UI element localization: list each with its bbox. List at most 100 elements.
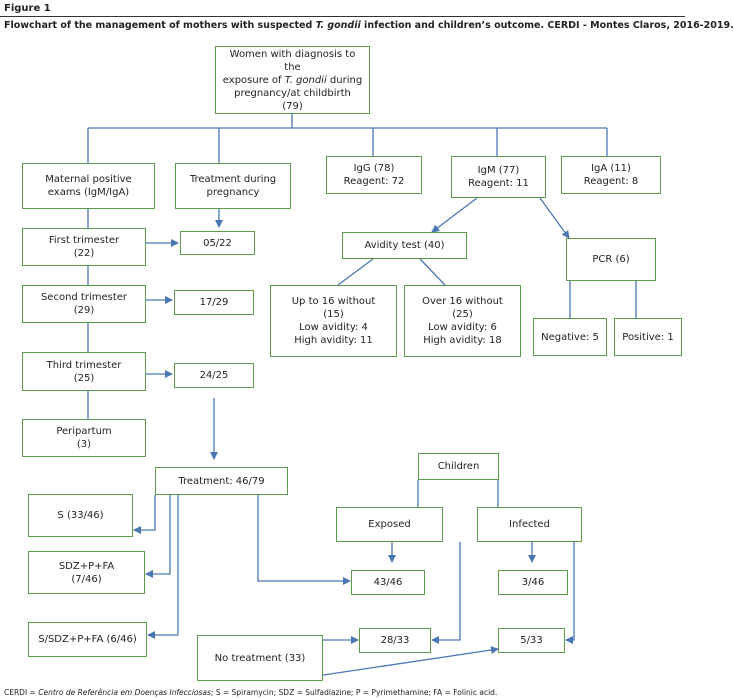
upto16-line-1: Up to 16 without: [291, 296, 376, 307]
figure-rule: [0, 16, 685, 17]
avidity-up-to-16-box: Up to 16 without (15) Low avidity: 4 Hig…: [270, 285, 397, 357]
over16-line-1: Over 16 without: [422, 296, 503, 307]
exposed-label: Exposed: [368, 519, 411, 530]
treatment-total-box: Treatment: 46/79: [155, 467, 288, 495]
figure-label: Figure 1: [4, 3, 51, 14]
treatment-total-label: Treatment: 46/79: [178, 475, 265, 487]
no-treatment-box: No treatment (33): [197, 635, 323, 681]
infected-untreated-value: 5/33: [520, 635, 543, 646]
treatment-preg-line-2: pregnancy: [206, 187, 260, 198]
figure-footnote: CERDI = Centro de Referência em Doenças …: [4, 688, 497, 697]
positive-label: Positive: 1: [622, 331, 674, 343]
infected-treated-value: 3/46: [521, 577, 545, 588]
spiramycin-box: S (33/46): [28, 494, 133, 537]
iga-line-1: IgA (11): [591, 163, 631, 174]
first-result-value: 05/22: [203, 237, 232, 249]
first-line-1: First trimester: [48, 235, 120, 246]
footnote-end: ; S = Spiramycin; SDZ = Sulfadiazine; P …: [210, 688, 498, 697]
third-line-2: (25): [73, 372, 95, 384]
exposed-box: Exposed: [336, 507, 443, 542]
caption-text-start: Flowchart of the management of mothers w…: [4, 20, 316, 31]
avidity-test-box: Avidity test (40): [342, 232, 467, 259]
negative-label: Negative: 5: [541, 331, 599, 343]
iga-box: IgA (11) Reagent: 8: [561, 156, 661, 194]
no-treatment-label: No treatment (33): [214, 652, 306, 664]
root-line-4: (79): [282, 100, 303, 112]
flowchart-figure: Figure 1 Flowchart of the management of …: [0, 3, 734, 697]
treatment-preg-line-1: Treatment during: [189, 174, 277, 185]
avidity-label: Avidity test (40): [364, 240, 445, 251]
sdz-p-fa-box: SDZ+P+FA(7/46): [28, 551, 145, 594]
pcr-negative-box: Negative: 5: [533, 318, 607, 356]
exposed-treated-box: 43/46: [351, 570, 425, 595]
footnote-cerdi-name: Centro de Referência em Doenças Infeccio…: [38, 688, 211, 697]
arrow-igm-to-avidity: [431, 197, 478, 233]
peripartum-box: Peripartum (3): [22, 419, 146, 457]
caption-species: T. gondii: [315, 20, 361, 31]
sdz-line-1: SDZ+P+FA: [58, 560, 115, 572]
s-label: S (33/46): [57, 510, 104, 521]
connector-avidity-left: [337, 258, 374, 286]
second-trimester-box: Second trimester (29): [22, 285, 146, 323]
root-box: Women with diagnosis to the exposure of …: [215, 46, 370, 114]
second-result-value: 17/29: [199, 297, 229, 308]
infected-box: Infected: [477, 507, 582, 542]
arrow-infected-to-infected-untreated: [565, 542, 575, 644]
upto16-line-2: (15): [323, 309, 344, 320]
figure-caption: Flowchart of the management of mothers w…: [4, 20, 734, 31]
arrow-treatment-to-combo: [147, 495, 179, 639]
exposed-untreated-value: 28/33: [380, 635, 410, 646]
first-line-2: (22): [73, 248, 95, 259]
third-line-1: Third trimester: [46, 359, 122, 371]
combo-label: S/SDZ+P+FA (6/46): [38, 634, 137, 645]
arrow-treatment-to-s: [133, 495, 156, 534]
over16-line-3: Low avidity: 6: [428, 322, 497, 333]
arrow-igm-to-pcr: [539, 197, 570, 239]
peripartum-line-2: (3): [76, 439, 92, 450]
over16-line-2: (25): [452, 309, 473, 320]
igg-line-2: Reagent: 72: [343, 176, 405, 187]
infected-treated-box: 3/46: [498, 570, 568, 595]
root-line-1: Women with diagnosis to the: [229, 48, 356, 73]
maternal-line-2: exams (IgM/IgA): [47, 187, 130, 198]
combo-therapy-box: S/SDZ+P+FA (6/46): [28, 622, 147, 657]
second-line-2: (29): [73, 305, 95, 316]
infected-label: Infected: [509, 519, 550, 530]
arrow-no-treatment-to-infected-untreated: [309, 646, 499, 678]
caption-text-end: infection and children’s outcome. CERDI …: [360, 20, 734, 31]
pcr-box: PCR (6): [566, 238, 656, 281]
arrow-treatment-to-exposed-treated: [257, 495, 351, 585]
peripartum-line-1: Peripartum: [56, 426, 112, 437]
exposed-treated-value: 43/46: [373, 577, 403, 588]
avidity-over-16-box: Over 16 without (25) Low avidity: 6 High…: [404, 285, 521, 357]
footnote-start: CERDI =: [4, 688, 39, 697]
igm-box: IgM (77)Reagent: 11: [451, 156, 546, 198]
igg-box: IgG (78) Reagent: 72: [326, 156, 422, 194]
children-box: Children: [418, 453, 499, 480]
root-line-2: exposure of T. gondii during: [220, 74, 365, 87]
iga-line-2: Reagent: 8: [583, 176, 639, 187]
igm-line-1: IgM (77): [477, 165, 520, 176]
exposed-untreated-box: 28/33: [359, 628, 431, 653]
connector-avidity-right: [419, 258, 446, 286]
pcr-positive-box: Positive: 1: [614, 318, 682, 356]
upto16-line-3: Low avidity: 4: [299, 322, 368, 333]
infected-untreated-box: 5/33: [498, 628, 565, 653]
first-trimester-result-box: 05/22: [180, 231, 255, 255]
root-line-2-post: during: [326, 74, 363, 86]
first-trimester-box: First trimester (22): [22, 228, 146, 266]
second-line-1: Second trimester: [40, 292, 128, 303]
connectors: [87, 114, 637, 678]
root-line-2-species: T. gondii: [284, 74, 327, 86]
third-trimester-box: Third trimester(25): [22, 352, 146, 391]
root-line-3: pregnancy/at childbirth: [234, 87, 351, 99]
sdz-line-2: (7/46): [71, 573, 102, 585]
igg-line-1: IgG (78): [353, 163, 395, 174]
third-result-value: 24/25: [199, 370, 229, 381]
root-line-2-pre: exposure of: [222, 74, 285, 86]
third-trimester-result-box: 24/25: [174, 363, 254, 388]
arrow-treatment-to-sdz: [145, 495, 171, 578]
pcr-label: PCR (6): [592, 254, 630, 265]
treatment-pregnancy-box: Treatment during pregnancy: [175, 163, 291, 209]
